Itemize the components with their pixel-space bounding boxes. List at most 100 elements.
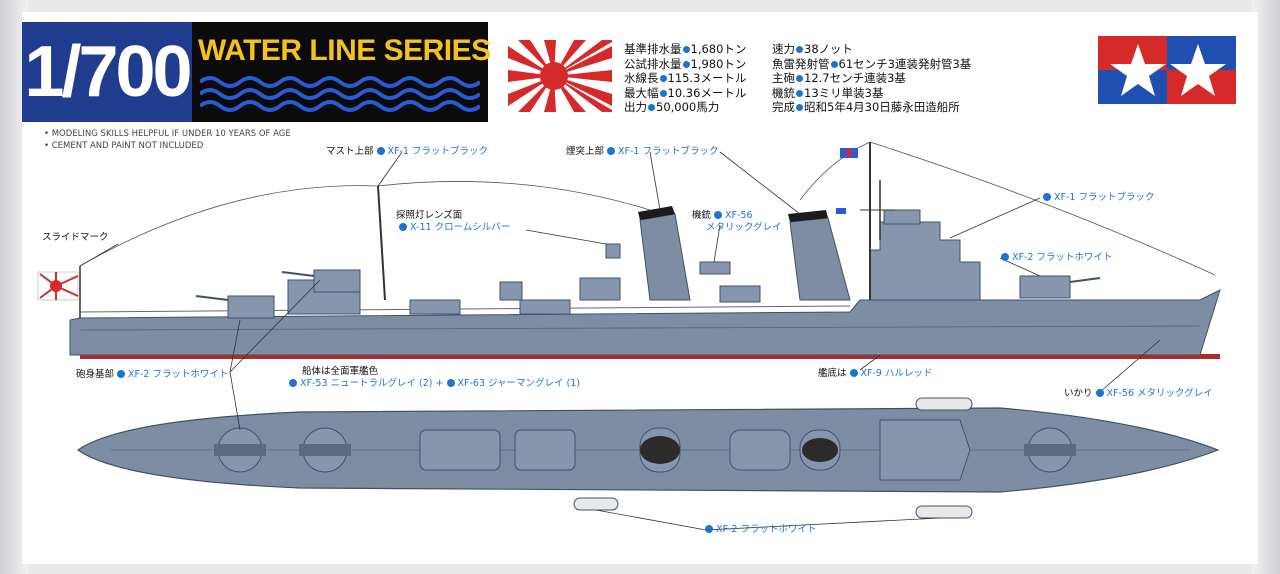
callout-hull-bottom: 艦底は XF-9 ハルレッド	[818, 368, 932, 380]
spec-row: 水線長 115.3メートル	[624, 71, 774, 86]
callout-paint: XF-2 フラットホワイト	[716, 524, 817, 535]
callout-boats-white: XF-2 フラットホワイト	[702, 524, 816, 536]
spec-value: 昭和5年4月30日藤永田造船所	[804, 100, 960, 115]
callout-paint: XF-63 ジャーマングレイ (1)	[457, 378, 581, 389]
twin-star-logo-icon	[1098, 36, 1236, 104]
spec-label: 主砲	[772, 71, 795, 86]
paint-pin-icon	[376, 147, 385, 155]
paint-pin-icon	[1095, 389, 1104, 397]
spec-row: 魚雷発射管 61センチ3連装発射管3基	[772, 57, 1012, 72]
paint-pin-icon	[607, 147, 616, 155]
spec-value: 38ノット	[804, 42, 853, 56]
paint-pin-icon	[1001, 253, 1009, 261]
spec-label: 最大幅	[624, 85, 659, 100]
callout-hull-color: 船体は全面軍艦色 XF-53 ニュートラルグレイ (2) + XF-63 ジャーマ…	[286, 366, 580, 390]
callout-paint: XF-9 ハルレッド	[860, 368, 933, 379]
callout-part: 艦底は	[818, 368, 847, 379]
callout-barrel-base: 砲身基部 XF-2 フラットホワイト	[76, 369, 228, 381]
age-cement-notes: • MODELING SKILLS HELPFUL IF UNDER 10 YE…	[44, 128, 291, 152]
callout-anchor: いかり XF-56 メタリックグレイ	[1064, 388, 1213, 400]
callout-slide-mark: スライドマーク	[42, 232, 109, 244]
paint-pin-icon	[705, 525, 713, 533]
wave-lines-icon	[200, 76, 480, 112]
callout-part: 煙突上部	[566, 146, 605, 157]
bullet-icon	[682, 60, 690, 68]
bullet-icon	[796, 89, 803, 97]
paint-pin-icon	[446, 379, 455, 387]
series-banner: WATER LINE SERIES	[192, 22, 491, 122]
callout-funnel-top: 煙突上部 XF-1 フラットブラック	[566, 146, 718, 158]
spec-row: 基準排水量 1,680トン	[624, 42, 774, 57]
bullet-icon	[830, 60, 838, 68]
callout-part: 砲身基部	[76, 369, 115, 380]
bullet-icon	[796, 104, 803, 112]
note-line: • MODELING SKILLS HELPFUL IF UNDER 10 YE…	[44, 129, 291, 139]
scale-badge: 1/700	[22, 22, 193, 122]
callout-part: マスト上部	[326, 146, 374, 157]
paint-pin-icon	[117, 370, 126, 378]
paint-pin-icon	[1043, 193, 1051, 201]
callout-paint: XF-1 フラットブラック	[387, 146, 488, 157]
spec-row: 公試排水量 1,980トン	[624, 57, 774, 72]
callout-bridge-white: XF-2 フラットホワイト	[998, 252, 1112, 264]
spec-value: 1,680トン	[690, 42, 747, 56]
spec-row: 最大幅 10.36メートル	[624, 86, 774, 101]
top-plan-view	[76, 397, 1220, 519]
callout-bridge-black: XF-1 フラットブラック	[1040, 192, 1154, 204]
spec-label: 基準排水量	[624, 42, 682, 56]
paint-pin-icon	[849, 369, 858, 377]
spec-row: 完成昭和5年4月30日藤永田造船所	[772, 100, 1012, 115]
spec-value: 13ミリ単装3基	[804, 85, 884, 100]
paint-pin-icon	[714, 211, 723, 219]
callout-part: 機銃	[692, 210, 712, 221]
plus-sign: +	[435, 378, 444, 389]
spec-row: 機銃 13ミリ単装3基	[772, 86, 1012, 101]
spec-label: 魚雷発射管	[772, 56, 830, 71]
spec-row: 主砲 12.7センチ連装3基	[772, 71, 1012, 86]
callout-paint: XF-56	[725, 210, 753, 221]
spec-label: 公試排水量	[624, 56, 682, 71]
paint-pin-icon	[399, 223, 407, 231]
series-title: WATER LINE SERIES	[198, 34, 491, 67]
bullet-icon	[648, 104, 655, 112]
callout-paint: XF-2 フラットホワイト	[128, 369, 229, 380]
callout-part: いかり	[1064, 388, 1093, 399]
bullet-icon	[796, 46, 803, 53]
spec-value: 115.3メートル	[667, 71, 747, 86]
spec-row: 速力 38ノット	[772, 42, 1012, 57]
bullet-icon	[659, 89, 667, 97]
spec-label: 水線長	[624, 71, 659, 86]
spec-value: 61センチ3連装発射管3基	[838, 56, 972, 71]
callout-paint: XF-1 フラットブラック	[618, 146, 719, 157]
spec-value: 10.36メートル	[667, 85, 747, 100]
spec-label: 機銃	[772, 85, 795, 100]
callout-part: 船体は全面軍艦色	[302, 366, 379, 377]
specs-right-column: 速力 38ノット 魚雷発射管 61センチ3連装発射管3基 主砲 12.7センチ連装3基…	[772, 42, 1012, 115]
note-line: • CEMENT AND PAINT NOT INCLUDED	[44, 141, 204, 151]
callout-paint: XF-56 メタリックグレイ	[1106, 388, 1213, 399]
callout-searchlight: 探照灯レンズ面 X-11 クロームシルバー	[396, 210, 510, 234]
callout-paint: XF-53 ニュートラルグレイ (2)	[300, 378, 433, 389]
bullet-icon	[682, 46, 690, 53]
callout-paint-name: メタリックグレイ	[706, 222, 782, 233]
spec-label: 出力	[624, 100, 647, 115]
bullet-icon	[796, 75, 803, 83]
callout-part: スライドマーク	[42, 232, 109, 243]
spec-label: 完成	[772, 100, 795, 115]
callout-machine-gun: 機銃 XF-56 メタリックグレイ	[692, 210, 782, 234]
spec-value: 1,980トン	[690, 56, 747, 71]
callout-paint: XF-2 フラットホワイト	[1012, 252, 1113, 263]
rising-sun-flag-icon	[508, 40, 612, 112]
specs-left-column: 基準排水量 1,680トン 公試排水量 1,980トン 水線長 115.3メートル 最…	[624, 42, 774, 115]
spec-value: 12.7センチ連装3基	[804, 71, 906, 86]
callout-paint: X-11 クロームシルバー	[410, 222, 511, 233]
callout-paint: XF-1 フラットブラック	[1054, 192, 1155, 203]
bullet-icon	[659, 75, 667, 83]
side-profile	[37, 141, 1221, 359]
callout-mast-top: マスト上部 XF-1 フラットブラック	[326, 146, 488, 158]
paint-pin-icon	[289, 379, 297, 387]
spec-label: 速力	[772, 42, 795, 56]
